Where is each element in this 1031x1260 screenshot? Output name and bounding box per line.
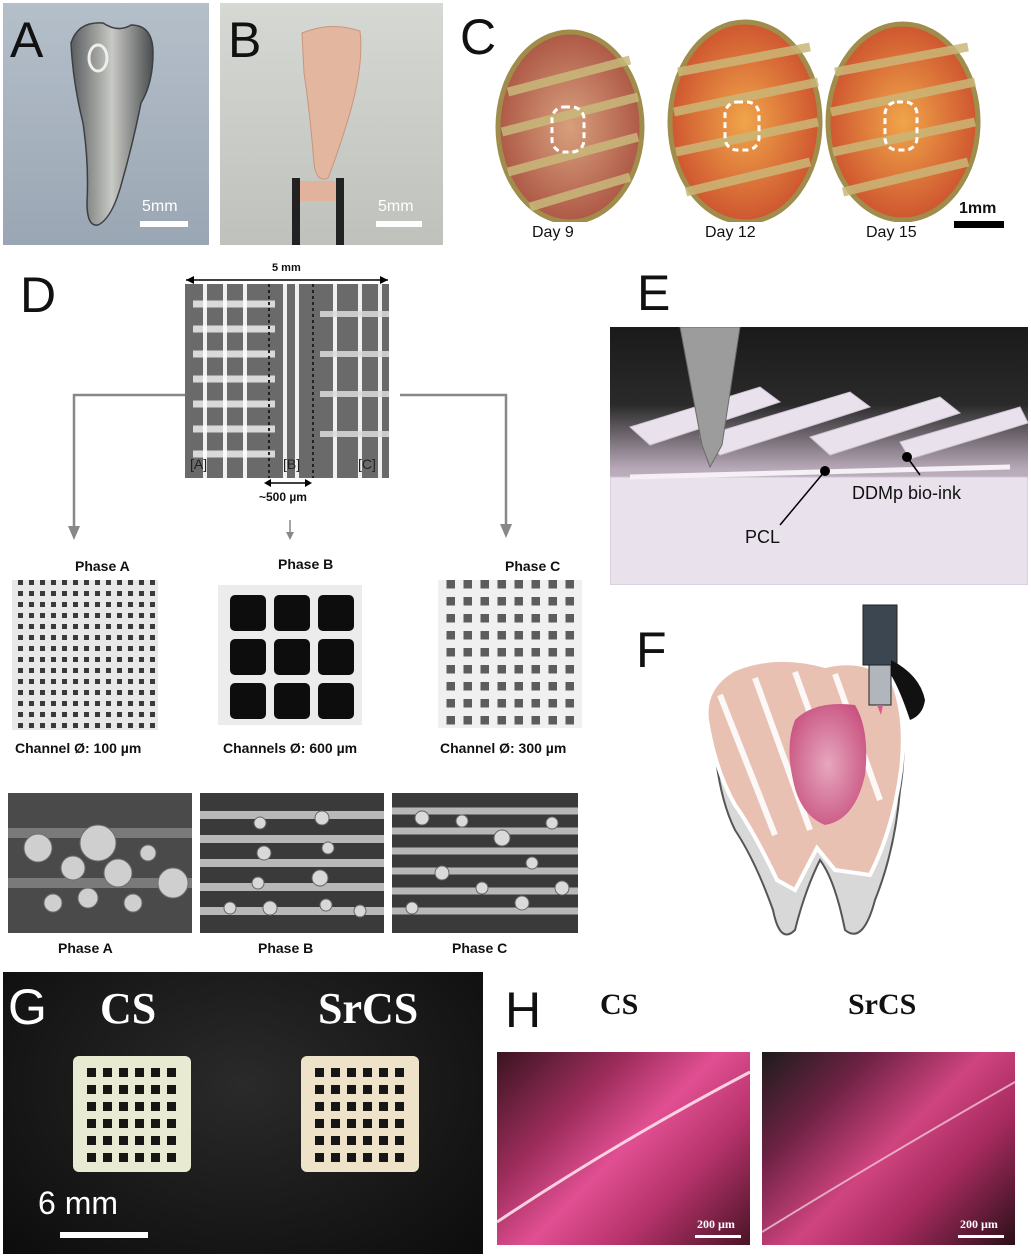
label-pcl: PCL bbox=[745, 527, 781, 547]
phase-c-grid bbox=[438, 580, 582, 728]
micrograph-srcs bbox=[762, 1052, 1015, 1245]
scale-bar-h-right bbox=[958, 1235, 1004, 1238]
day-label: Day 15 bbox=[866, 224, 917, 241]
phase-title: Phase B bbox=[278, 556, 334, 572]
scale-label-b: 5mm bbox=[378, 198, 414, 215]
label-srcs-g: SrCS bbox=[318, 984, 419, 1033]
width-label: 5 mm bbox=[272, 262, 301, 274]
panel-label-e: E bbox=[637, 265, 671, 321]
scaffold-micrograph bbox=[185, 284, 389, 478]
sem-phase-b bbox=[200, 793, 384, 933]
scale-bar-a bbox=[140, 221, 188, 227]
scaffold-photo-dark bbox=[3, 972, 483, 1254]
scale-bar-c bbox=[954, 221, 1004, 228]
channel-label: ~500 µm bbox=[259, 490, 307, 504]
zone-label: [A] bbox=[190, 456, 208, 472]
label-cs-g: CS bbox=[100, 984, 157, 1033]
width-arrow bbox=[186, 276, 388, 284]
panel-label-f: F bbox=[636, 622, 667, 678]
scale-bar-h-left bbox=[695, 1235, 741, 1238]
label-ddmp-bioink: DDMp bio-ink bbox=[852, 483, 962, 503]
panel-label-b: B bbox=[228, 12, 262, 68]
phase-b-grid bbox=[218, 585, 362, 725]
channel-caption: Channel Ø: 300 µm bbox=[440, 740, 567, 756]
scale-label-c: 1mm bbox=[959, 200, 997, 217]
srcs-scaffold bbox=[301, 1056, 419, 1172]
panel-label-g: G bbox=[8, 979, 47, 1035]
scale-label-g: 6 mm bbox=[38, 1185, 118, 1221]
sem-phase-c bbox=[392, 793, 578, 933]
panel-label-h: H bbox=[505, 982, 542, 1038]
scale-label-h-right: 200 µm bbox=[960, 1217, 998, 1231]
panel-label-c: C bbox=[460, 9, 497, 65]
phase-title: Phase A bbox=[75, 558, 130, 574]
day-label: Day 12 bbox=[705, 224, 756, 241]
scale-bar-b bbox=[376, 221, 422, 227]
section-day15 bbox=[825, 21, 981, 222]
panel-label-a: A bbox=[10, 12, 44, 68]
phase-a-grid bbox=[12, 580, 158, 730]
section-day12 bbox=[667, 19, 823, 222]
day-label: Day 9 bbox=[532, 224, 574, 241]
panel-a-image bbox=[3, 3, 209, 245]
zone-label: [C] bbox=[358, 456, 376, 472]
channel-arrow bbox=[264, 479, 312, 487]
sem-caption: Phase B bbox=[258, 940, 314, 956]
phase-title: Phase C bbox=[505, 558, 561, 574]
scale-bar-g bbox=[60, 1232, 148, 1238]
cs-scaffold bbox=[73, 1056, 191, 1172]
section-day9 bbox=[495, 29, 645, 222]
sem-phase-a bbox=[8, 793, 192, 933]
scale-label-h-left: 200 µm bbox=[697, 1217, 735, 1231]
printed-tooth-photo-illustration bbox=[292, 26, 362, 245]
channel-caption: Channel Ø: 100 µm bbox=[15, 740, 142, 756]
scale-label-a: 5mm bbox=[142, 198, 178, 215]
stained-scaffold-sections bbox=[495, 19, 981, 222]
tooth-3d-model-illustration bbox=[70, 22, 154, 226]
panel-b-image bbox=[220, 3, 443, 245]
phase-connector-arrows bbox=[68, 393, 512, 540]
micrograph-cs bbox=[497, 1052, 750, 1245]
zone-label: [B] bbox=[283, 456, 301, 472]
tooth-printing-illustration bbox=[704, 604, 925, 936]
sem-caption: Phase C bbox=[452, 940, 508, 956]
label-srcs-h: SrCS bbox=[848, 988, 917, 1021]
panel-label-d: D bbox=[20, 267, 57, 323]
bioprinting-photo bbox=[610, 327, 1028, 585]
sem-caption: Phase A bbox=[58, 940, 113, 956]
channel-caption: Channels Ø: 600 µm bbox=[223, 740, 358, 756]
label-cs-h: CS bbox=[600, 988, 639, 1021]
